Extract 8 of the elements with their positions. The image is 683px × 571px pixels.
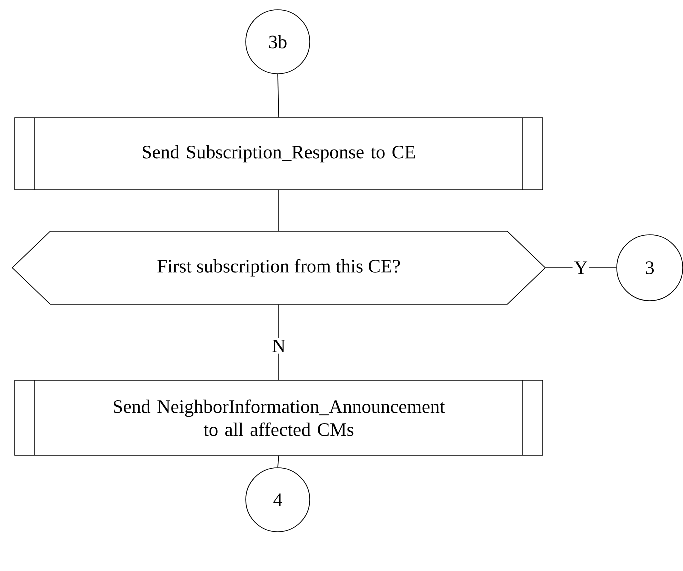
process-box: Send Subscription_Response to CE [14, 118, 544, 190]
process-box: Send NeighborInformation_Announcement to all affected CMs [14, 380, 544, 456]
edge-label: N [270, 338, 288, 354]
connector-line [278, 456, 280, 468]
connector-line [278, 190, 280, 232]
edge-label: Y [572, 260, 590, 276]
connector-line [278, 74, 280, 118]
connector-line [278, 304, 280, 380]
